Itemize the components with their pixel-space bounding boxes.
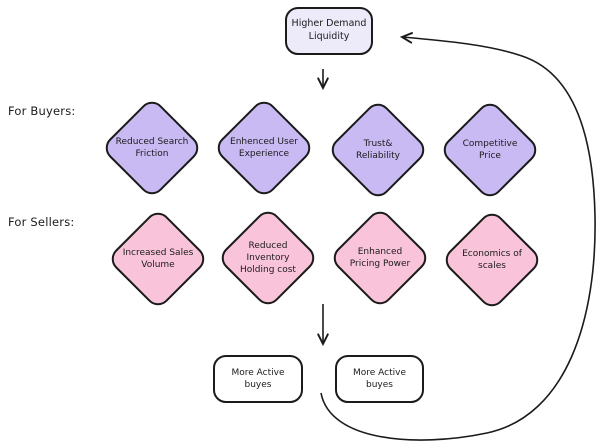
diamond-enhenced-user-experience[interactable]: Enhenced User Experience — [212, 96, 316, 200]
diamond-label: Increased Sales Volume — [122, 247, 194, 270]
outcome-box-more-active-buyes-2[interactable]: More Active buyes — [335, 355, 424, 403]
diamond-label: Enhenced User Experience — [230, 136, 298, 159]
diamond-reduced-search-friction[interactable]: Reduced Search Friction — [100, 96, 204, 200]
arrow-feedback-loop[interactable] — [320, 32, 596, 441]
outcome-box-label: More Active buyes — [231, 367, 285, 390]
diamond-label: Economics of scales — [462, 248, 522, 271]
diamond-label: Competitive Price — [462, 138, 518, 161]
diamond-label: Reduced Search Friction — [115, 136, 189, 159]
diamond-reduced-inventory-holding-cost[interactable]: Reduced Inventory Holding cost — [216, 206, 320, 310]
outcome-box-label: More Active buyes — [352, 367, 406, 390]
diamond-label: Reduced Inventory Holding cost — [240, 240, 296, 276]
row-label-buyers: For Buyers: — [8, 104, 76, 118]
diamond-label: Enhanced Pricing Power — [349, 246, 411, 269]
diamond-label: Trust& Reliability — [356, 138, 400, 161]
title-box-higher-demand-liquidity[interactable]: Higher Demand Liquidity — [285, 7, 373, 55]
outcome-box-more-active-buyes-1[interactable]: More Active buyes — [213, 355, 303, 403]
diamond-enhanced-pricing-power[interactable]: Enhanced Pricing Power — [328, 206, 432, 310]
diamond-trust-reliability[interactable]: Trust& Reliability — [326, 98, 430, 202]
row-label-sellers: For Sellers: — [8, 215, 75, 229]
diamond-economics-of-scales[interactable]: Economics of scales — [440, 208, 544, 312]
diamond-competitive-price[interactable]: Competitive Price — [438, 98, 542, 202]
diamond-increased-sales-volume[interactable]: Increased Sales Volume — [106, 207, 210, 311]
title-box-label: Higher Demand Liquidity — [291, 18, 367, 42]
